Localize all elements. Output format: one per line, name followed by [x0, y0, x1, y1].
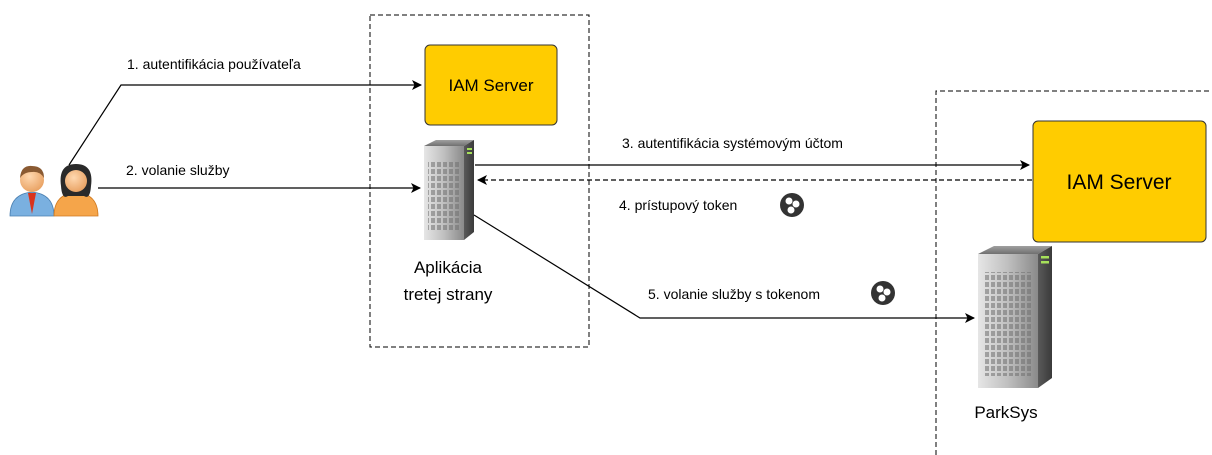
iam-server-top-label: IAM Server [448, 76, 533, 95]
edge-5-label: 5. volanie služby s tokenom [648, 286, 820, 302]
app-server-label-line1: Aplikácia [414, 258, 483, 277]
app-boundary [369, 14, 590, 348]
parksys-server-icon [978, 246, 1052, 388]
edge-5-line [473, 214, 975, 323]
edge-3-label: 3. autentifikácia systémovým účtom [622, 135, 843, 151]
token-icon [871, 281, 895, 305]
app-server-label-line2: tretej strany [404, 285, 493, 304]
iam-server-right-box: IAM Server [1032, 120, 1207, 243]
edge-2-label: 2. volanie služby [126, 162, 230, 178]
iam-server-right-label: IAM Server [1066, 171, 1171, 194]
edge-1-line [68, 80, 422, 166]
parksys-boundary [935, 90, 1212, 455]
edge-1-label: 1. autentifikácia používateľa [127, 56, 301, 72]
parksys-label: ParkSys [974, 403, 1037, 422]
app-server-icon [424, 140, 474, 240]
iam-server-top-box: IAM Server [424, 44, 558, 126]
users-icon [9, 164, 99, 217]
token-icon [780, 193, 804, 217]
edge-4-label: 4. prístupový token [619, 197, 737, 213]
